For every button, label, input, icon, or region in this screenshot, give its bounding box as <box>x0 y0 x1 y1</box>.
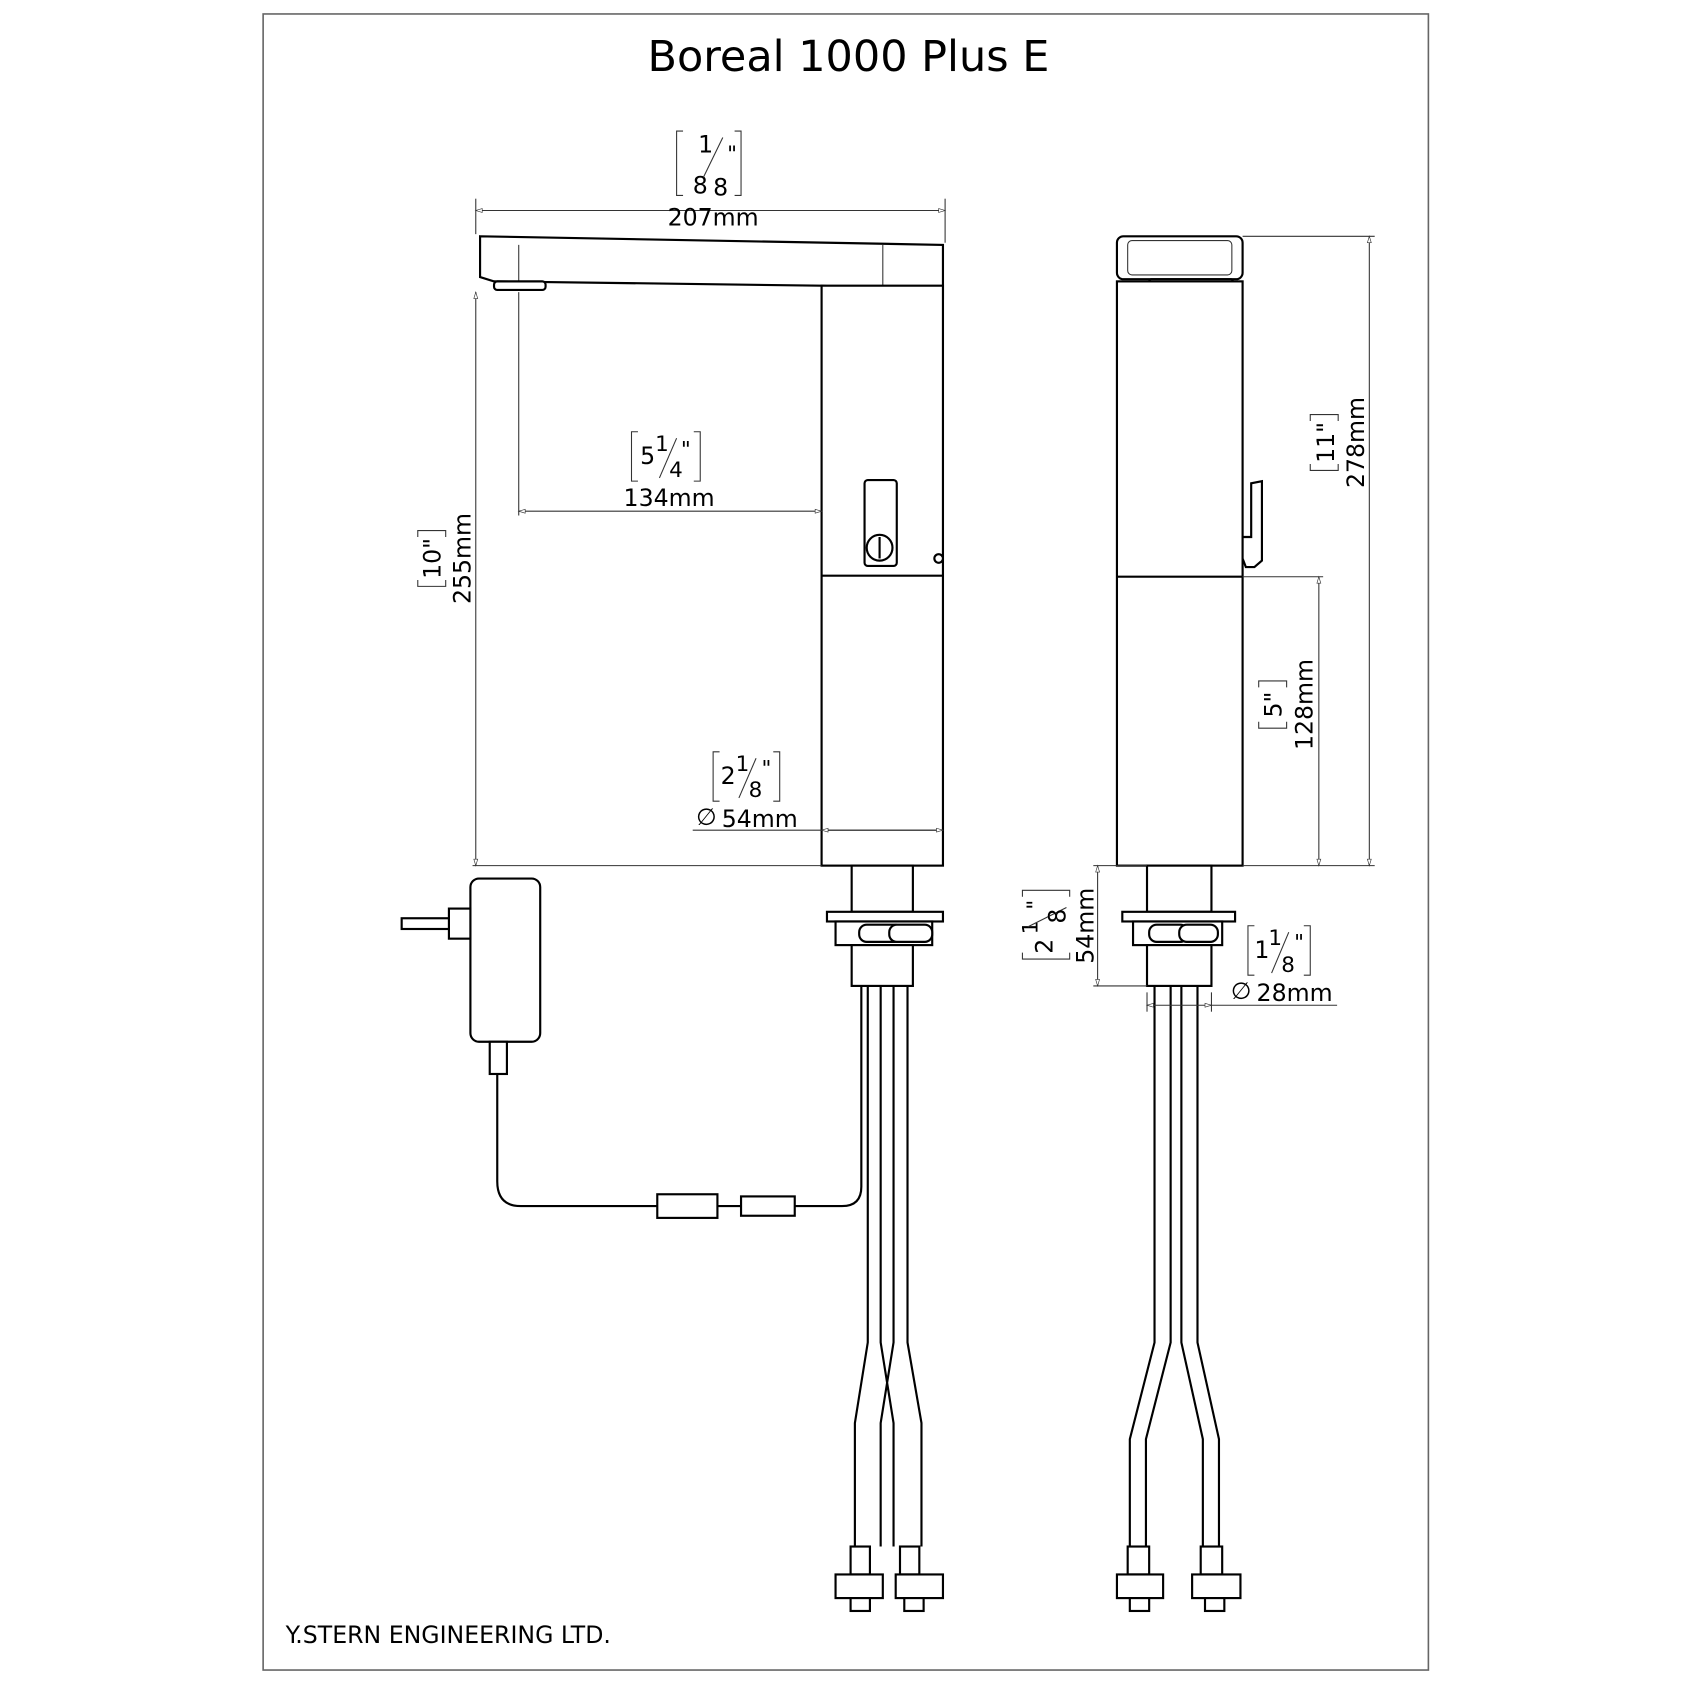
dimension-total-height: 278mm 11" <box>1242 235 1375 867</box>
dimension-body-diameter: ∅ 54mm 2 1 8 " <box>692 751 945 833</box>
dim-den: 8 <box>1043 909 1071 924</box>
cable-connector-male <box>739 1195 796 1217</box>
dim-label-mm: 255mm <box>448 513 476 604</box>
drawing-border <box>262 13 1430 1671</box>
dim-whole: 2 <box>1031 939 1059 954</box>
dim-label-inch: 10" <box>418 538 446 579</box>
dim-unit: " <box>727 142 737 167</box>
dim-whole: 1 <box>1254 936 1269 964</box>
supply-hoses-side <box>1128 985 1221 1547</box>
dim-whole: 2 <box>721 762 736 790</box>
dimension-spout-height: 255mm 10" <box>417 291 822 867</box>
dimension-lower-body-height: 128mm 5" <box>1242 575 1324 867</box>
dim-unit: " <box>1023 900 1048 910</box>
dim-num: 1 <box>1018 921 1043 935</box>
company-footer: Y.STERN ENGINEERING LTD. <box>285 1621 611 1649</box>
power-adapter <box>469 877 542 1043</box>
dim-den: 4 <box>669 458 683 483</box>
dim-label-mm: 54mm <box>722 805 798 833</box>
side-view: 278mm 11" 128mm 5" 54mm 2 1 8 " <box>1018 235 1375 1613</box>
sensor-lever-side <box>1241 479 1263 569</box>
indicator-dot <box>933 553 945 564</box>
dim-label-mm: 54mm <box>1071 888 1099 964</box>
dim-label-inch: 5" <box>1259 692 1287 718</box>
mounting-flange <box>825 910 945 923</box>
faucet-body-side <box>1115 280 1244 867</box>
front-view: 207mm 8 1 8 " 134mm 5 1 4 " 255mm 10" <box>400 130 947 1613</box>
dim-label-mm: 278mm <box>1342 397 1370 488</box>
dim-unit: " <box>761 756 771 781</box>
dim-den: 8 <box>1281 953 1295 978</box>
dimension-shank-length: 54mm 2 1 8 " <box>1018 864 1148 988</box>
dim-label-mm: 134mm <box>624 484 715 512</box>
drawing-title: Boreal 1000 Plus E <box>648 32 1050 82</box>
dimension-spout-length: 207mm 8 1 8 " <box>474 130 947 243</box>
power-plug-pins <box>400 917 457 931</box>
dimension-shank-diameter: ∅ 28mm 1 1 8 " <box>1145 925 1338 1012</box>
top-cap <box>1115 235 1244 281</box>
dim-whole: 5 <box>640 442 655 470</box>
cable-connector-female <box>656 1193 719 1219</box>
hose-fittings <box>834 1545 945 1613</box>
hose-fittings-side <box>1115 1545 1242 1613</box>
dim-label-mm: 28mm <box>1257 979 1333 1007</box>
dim-label-mm: 128mm <box>1290 659 1318 750</box>
dim-label-inch: 11" <box>1312 422 1340 463</box>
dim-num: 1 <box>1268 926 1282 951</box>
dim-num: 1 <box>736 752 750 777</box>
diameter-symbol: ∅ <box>1231 977 1252 1005</box>
dim-unit: " <box>681 437 691 462</box>
dim-num: 1 <box>655 432 669 457</box>
aerator <box>492 280 547 292</box>
dim-num: 1 <box>698 131 713 159</box>
dimension-spout-reach: 134mm 5 1 4 " <box>517 292 823 516</box>
dim-den: 8 <box>749 778 763 803</box>
power-cable <box>496 985 863 1208</box>
supply-hoses <box>853 985 923 1547</box>
dim-den: 8 <box>713 173 728 201</box>
dim-label-mm: 207mm <box>668 204 759 232</box>
diameter-symbol: ∅ <box>696 803 717 831</box>
dim-whole: 8 <box>693 171 708 199</box>
dim-unit: " <box>1294 930 1304 955</box>
